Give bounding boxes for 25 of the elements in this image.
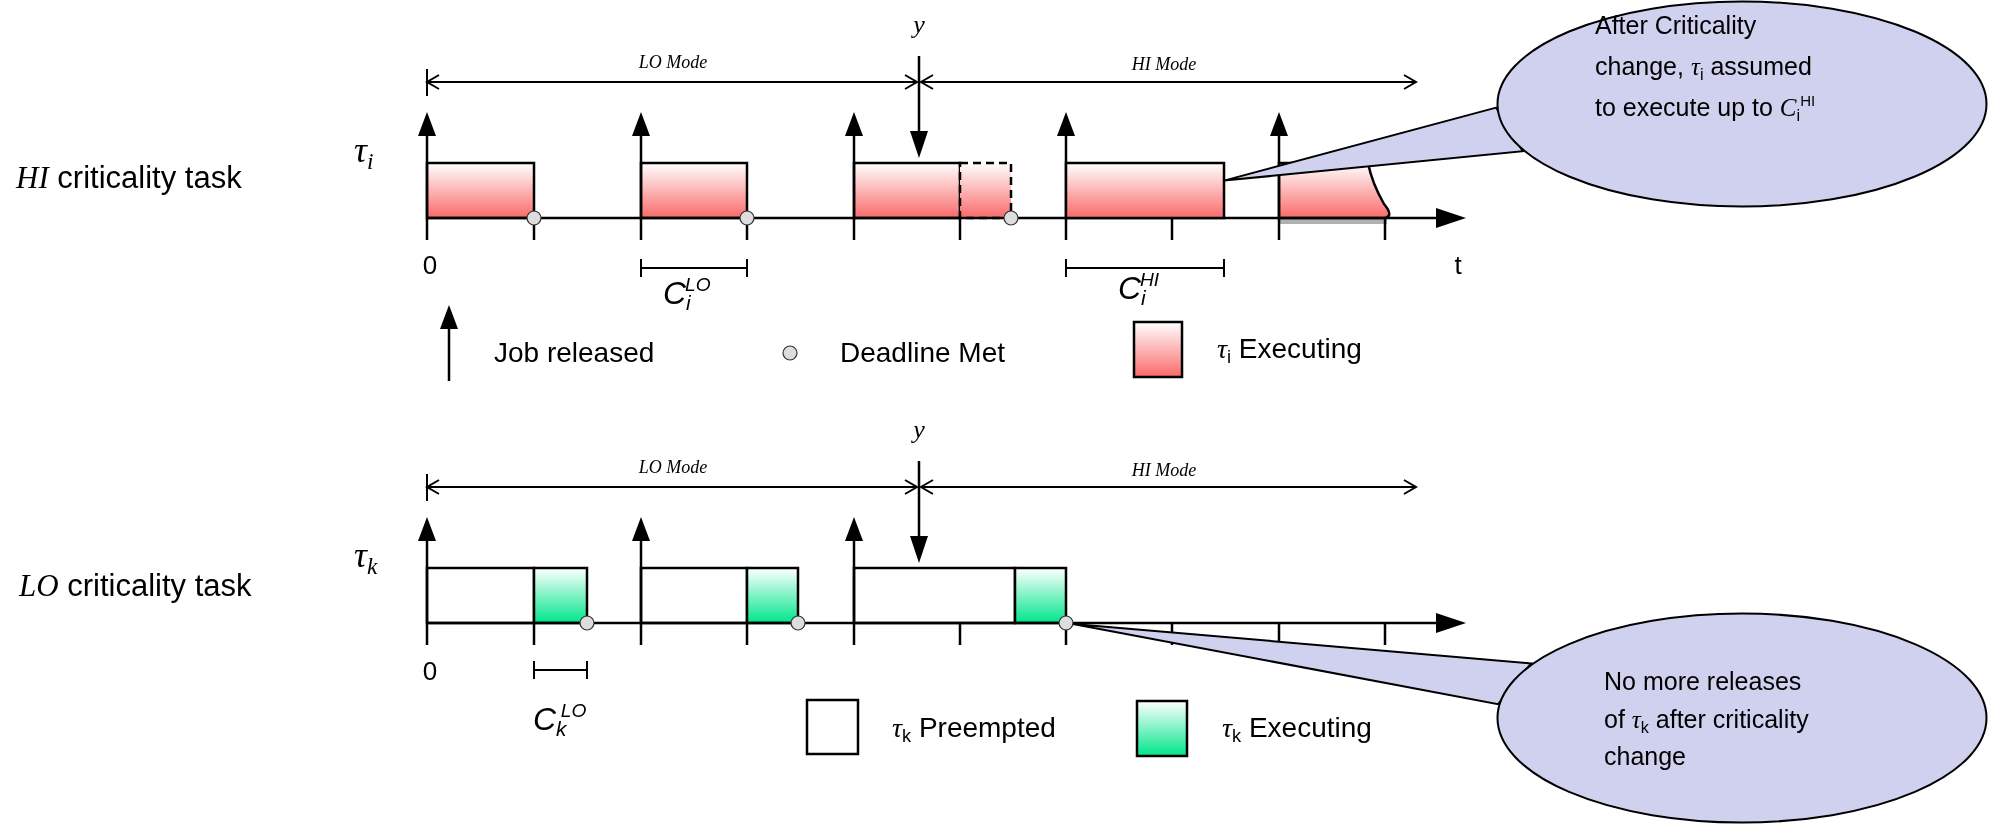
legend-label: τ$_{k}$ Preempted xyxy=(892,714,1056,742)
mode-change-label: y xyxy=(913,12,925,38)
deadline-marker xyxy=(1058,615,1074,631)
callout-bubble xyxy=(1496,0,1988,208)
task-symbol: τ$_{k}$ xyxy=(354,537,378,573)
callout-text: No more releases of τ$_{k}$ after criticality change xyxy=(1604,666,1810,772)
legend-label: τ$_{i}$ Executing xyxy=(1217,335,1362,363)
mode-label: HI Mode xyxy=(1131,55,1197,73)
callout-pointer xyxy=(1071,622,1534,706)
task-label: LO criticality task xyxy=(19,569,252,601)
task-label: HI criticality task xyxy=(16,161,242,193)
mode-label: HI Mode xyxy=(1131,461,1197,479)
axis-label: 0 xyxy=(422,252,438,278)
callout-pointer xyxy=(1223,106,1525,182)
task-symbol: τ$_{i}$ xyxy=(354,132,374,168)
mode-label: LO Mode xyxy=(638,53,708,71)
axis-label: t xyxy=(1454,252,1462,278)
mode-label: LO Mode xyxy=(638,458,708,476)
legend-label: Job released xyxy=(494,339,655,367)
execution-bar xyxy=(1064,161,1226,220)
callout-bubble xyxy=(1496,612,1988,824)
axis-label: 0 xyxy=(422,658,438,684)
legend-label: τ$_{k}$ Executing xyxy=(1222,714,1372,742)
mode-change-label: y xyxy=(913,417,925,443)
legend-label: Deadline Met xyxy=(840,339,1005,367)
